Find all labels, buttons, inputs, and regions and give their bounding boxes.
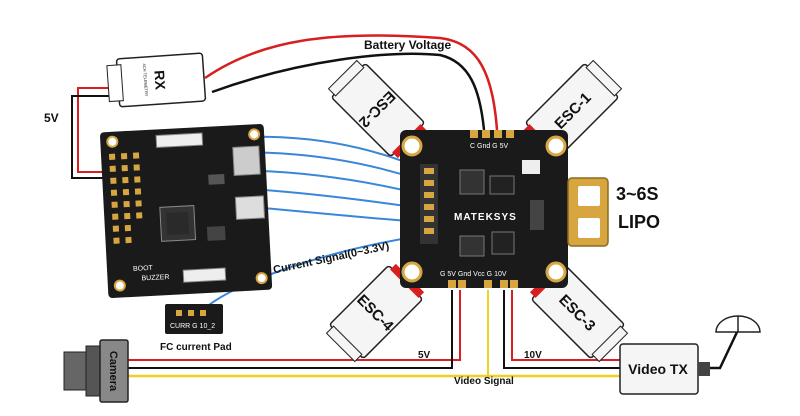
xt60-connector xyxy=(567,177,609,247)
current-signal-label: Current Signal(0~3.3V) xyxy=(272,240,391,276)
vtx-10v-red-wire xyxy=(511,290,620,361)
video-tx: Video TX xyxy=(619,343,710,395)
esc-4: ESC-4 xyxy=(325,263,425,363)
video-signal-label: Video Signal xyxy=(454,376,514,387)
lipo-cells-label: 3~6S xyxy=(616,184,659,204)
rx-5v-wire-red xyxy=(77,87,120,173)
rx-label: RX xyxy=(151,70,168,91)
esc-3: ESC-3 xyxy=(529,263,629,363)
rx-receiver: RX 4CH TELEMETRY xyxy=(106,52,207,108)
pdb-brand: MATEKSYS xyxy=(454,212,517,223)
fc-boot-label: BOOT xyxy=(133,265,154,273)
lipo-label: LIPO xyxy=(618,212,660,232)
camera-5v-red-wire xyxy=(128,290,461,361)
flight-controller: BOOT BUZZER xyxy=(100,124,273,298)
pdb-bottom-pads-label: G 5V Gnd Vcc G 10V xyxy=(440,271,507,278)
battery-voltage-label: Battery Voltage xyxy=(364,38,451,52)
fc-buzzer-label: BUZZER xyxy=(141,274,169,282)
rx-5v-wire-black xyxy=(71,95,120,179)
esc-2: ESC-2 xyxy=(327,59,427,159)
rx-5v-label: 5V xyxy=(44,111,59,125)
fc-current-pad-label: FC current Pad xyxy=(160,342,232,353)
current-signal-wire xyxy=(204,235,421,309)
bottom-5v-label: 5V xyxy=(418,350,431,361)
video-tx-label: Video TX xyxy=(628,361,688,377)
ten-v-label: 10V xyxy=(524,350,542,361)
camera: Camera xyxy=(63,339,129,403)
fc-pad-text: CURR G 10_2 xyxy=(170,323,215,330)
pdb-top-pads-label: C Gnd G 5V xyxy=(470,143,508,150)
fc-current-pad-board: CURR G 10_2 xyxy=(165,304,223,334)
battery-voltage-red-wire xyxy=(204,34,499,131)
power-distribution-board: C Gnd G 5V G 5V Gnd Vcc G 10V MATEKSYS xyxy=(400,130,568,288)
vtx-gnd-black-wire xyxy=(503,290,620,369)
battery-voltage-black-wire xyxy=(211,52,486,131)
antenna-icon xyxy=(715,315,761,333)
camera-gnd-black-wire xyxy=(128,290,453,369)
camera-label: Camera xyxy=(107,351,119,392)
rx-small-text: 4CH TELEMETRY xyxy=(142,63,149,97)
